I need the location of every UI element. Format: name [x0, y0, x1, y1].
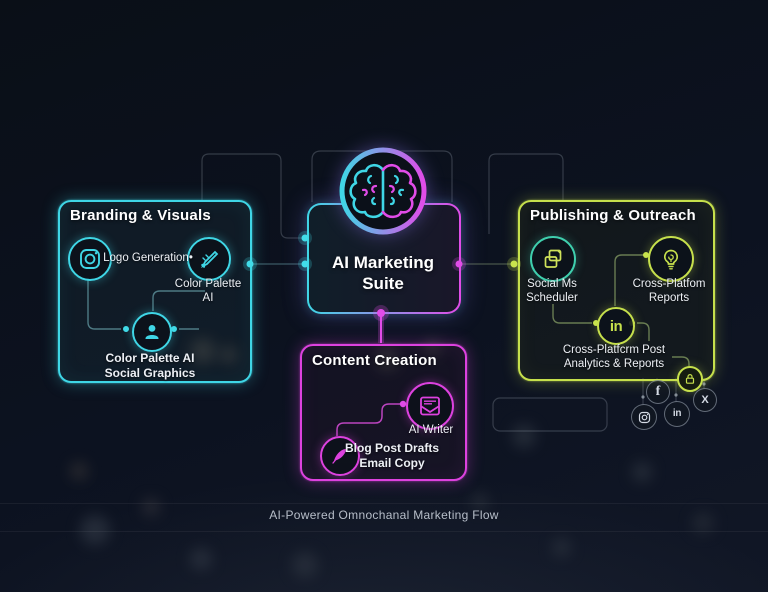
- bokeh-light: [292, 552, 318, 578]
- graphics-label-line1: Color Palette AI: [105, 351, 195, 365]
- blog-drafts-label: Blog Post Drafts Email Copy: [345, 441, 439, 471]
- facebook-icon: f: [646, 380, 670, 404]
- publishing-box-title: Publishing & Outreach: [530, 207, 696, 224]
- reports-label-line2: Reports: [648, 292, 690, 304]
- brain-icon: [337, 145, 429, 237]
- analytics-label-line1: Cross-Platfcrm Post: [562, 344, 666, 356]
- bokeh-light: [80, 515, 110, 545]
- bokeh-light: [190, 548, 212, 570]
- center-title-line2: Suite: [362, 274, 404, 293]
- palette-label-line2: AI: [202, 292, 214, 304]
- scheduler-copy-icon: [530, 236, 576, 282]
- linkedin-small-glyph: in: [672, 408, 682, 419]
- bokeh-light: [142, 498, 160, 516]
- bokeh-light: [692, 512, 714, 534]
- social-scheduler-label: Social Ms Scheduler: [526, 277, 578, 305]
- person-icon: [132, 312, 172, 352]
- cross-platform-reports-label: Cross-Platfom Reports: [633, 277, 706, 305]
- bokeh-light: [220, 346, 238, 364]
- social-graphics-label: Color Palette AI Social Graphics: [105, 351, 196, 381]
- design-brush-icon: [187, 237, 231, 281]
- bokeh-light: [190, 338, 216, 364]
- instagram-small-icon: [631, 404, 657, 430]
- graphics-label-line2: Social Graphics: [104, 366, 196, 380]
- reports-label-line1: Cross-Platfom: [632, 278, 706, 290]
- diagram-caption: AI-Powered Omnochanal Marketing Flow: [269, 508, 499, 522]
- quill-icon: [320, 436, 360, 476]
- analytics-label-line2: Analytics & Reports: [563, 358, 665, 370]
- bokeh-light: [376, 348, 398, 370]
- drafts-label-line1: Blog Post Drafts: [344, 441, 440, 455]
- bokeh-light: [552, 538, 571, 557]
- palette-label-line1: Color Palette: [174, 278, 242, 290]
- scheduler-label-line1: Social Ms: [527, 278, 577, 290]
- color-palette-ai-side-label: Color Palette AI: [175, 277, 241, 305]
- linkedin-glyph: in: [609, 317, 623, 335]
- ai-writer-mail-icon: [406, 382, 454, 430]
- bokeh-light: [632, 462, 652, 482]
- analytics-reports-label: Cross-Platfcrm Post Analytics & Reports: [563, 343, 665, 371]
- scheduler-label-line2: Scheduler: [526, 292, 578, 304]
- logo-generation-label: Logo Generation•: [103, 252, 193, 264]
- content-box-title: Content Creation: [312, 352, 437, 369]
- x-twitter-icon: X: [693, 388, 717, 412]
- drafts-label-line2: Email Copy: [359, 456, 425, 470]
- facebook-glyph: f: [655, 384, 661, 399]
- bokeh-light: [70, 462, 88, 480]
- linkedin-icon: in: [597, 307, 635, 345]
- linkedin-small-icon: in: [664, 401, 690, 427]
- lightbulb-icon: [648, 236, 694, 282]
- center-title-line1: AI Marketing: [331, 253, 435, 272]
- badge-lock-icon: [677, 366, 703, 392]
- bokeh-light: [512, 424, 536, 448]
- branding-box-title: Branding & Visuals: [70, 207, 211, 224]
- x-glyph: X: [701, 393, 709, 406]
- bokeh-light: [472, 494, 488, 510]
- ai-writer-label: AI Writer: [408, 424, 454, 436]
- center-box-title: AI Marketing Suite: [307, 252, 459, 294]
